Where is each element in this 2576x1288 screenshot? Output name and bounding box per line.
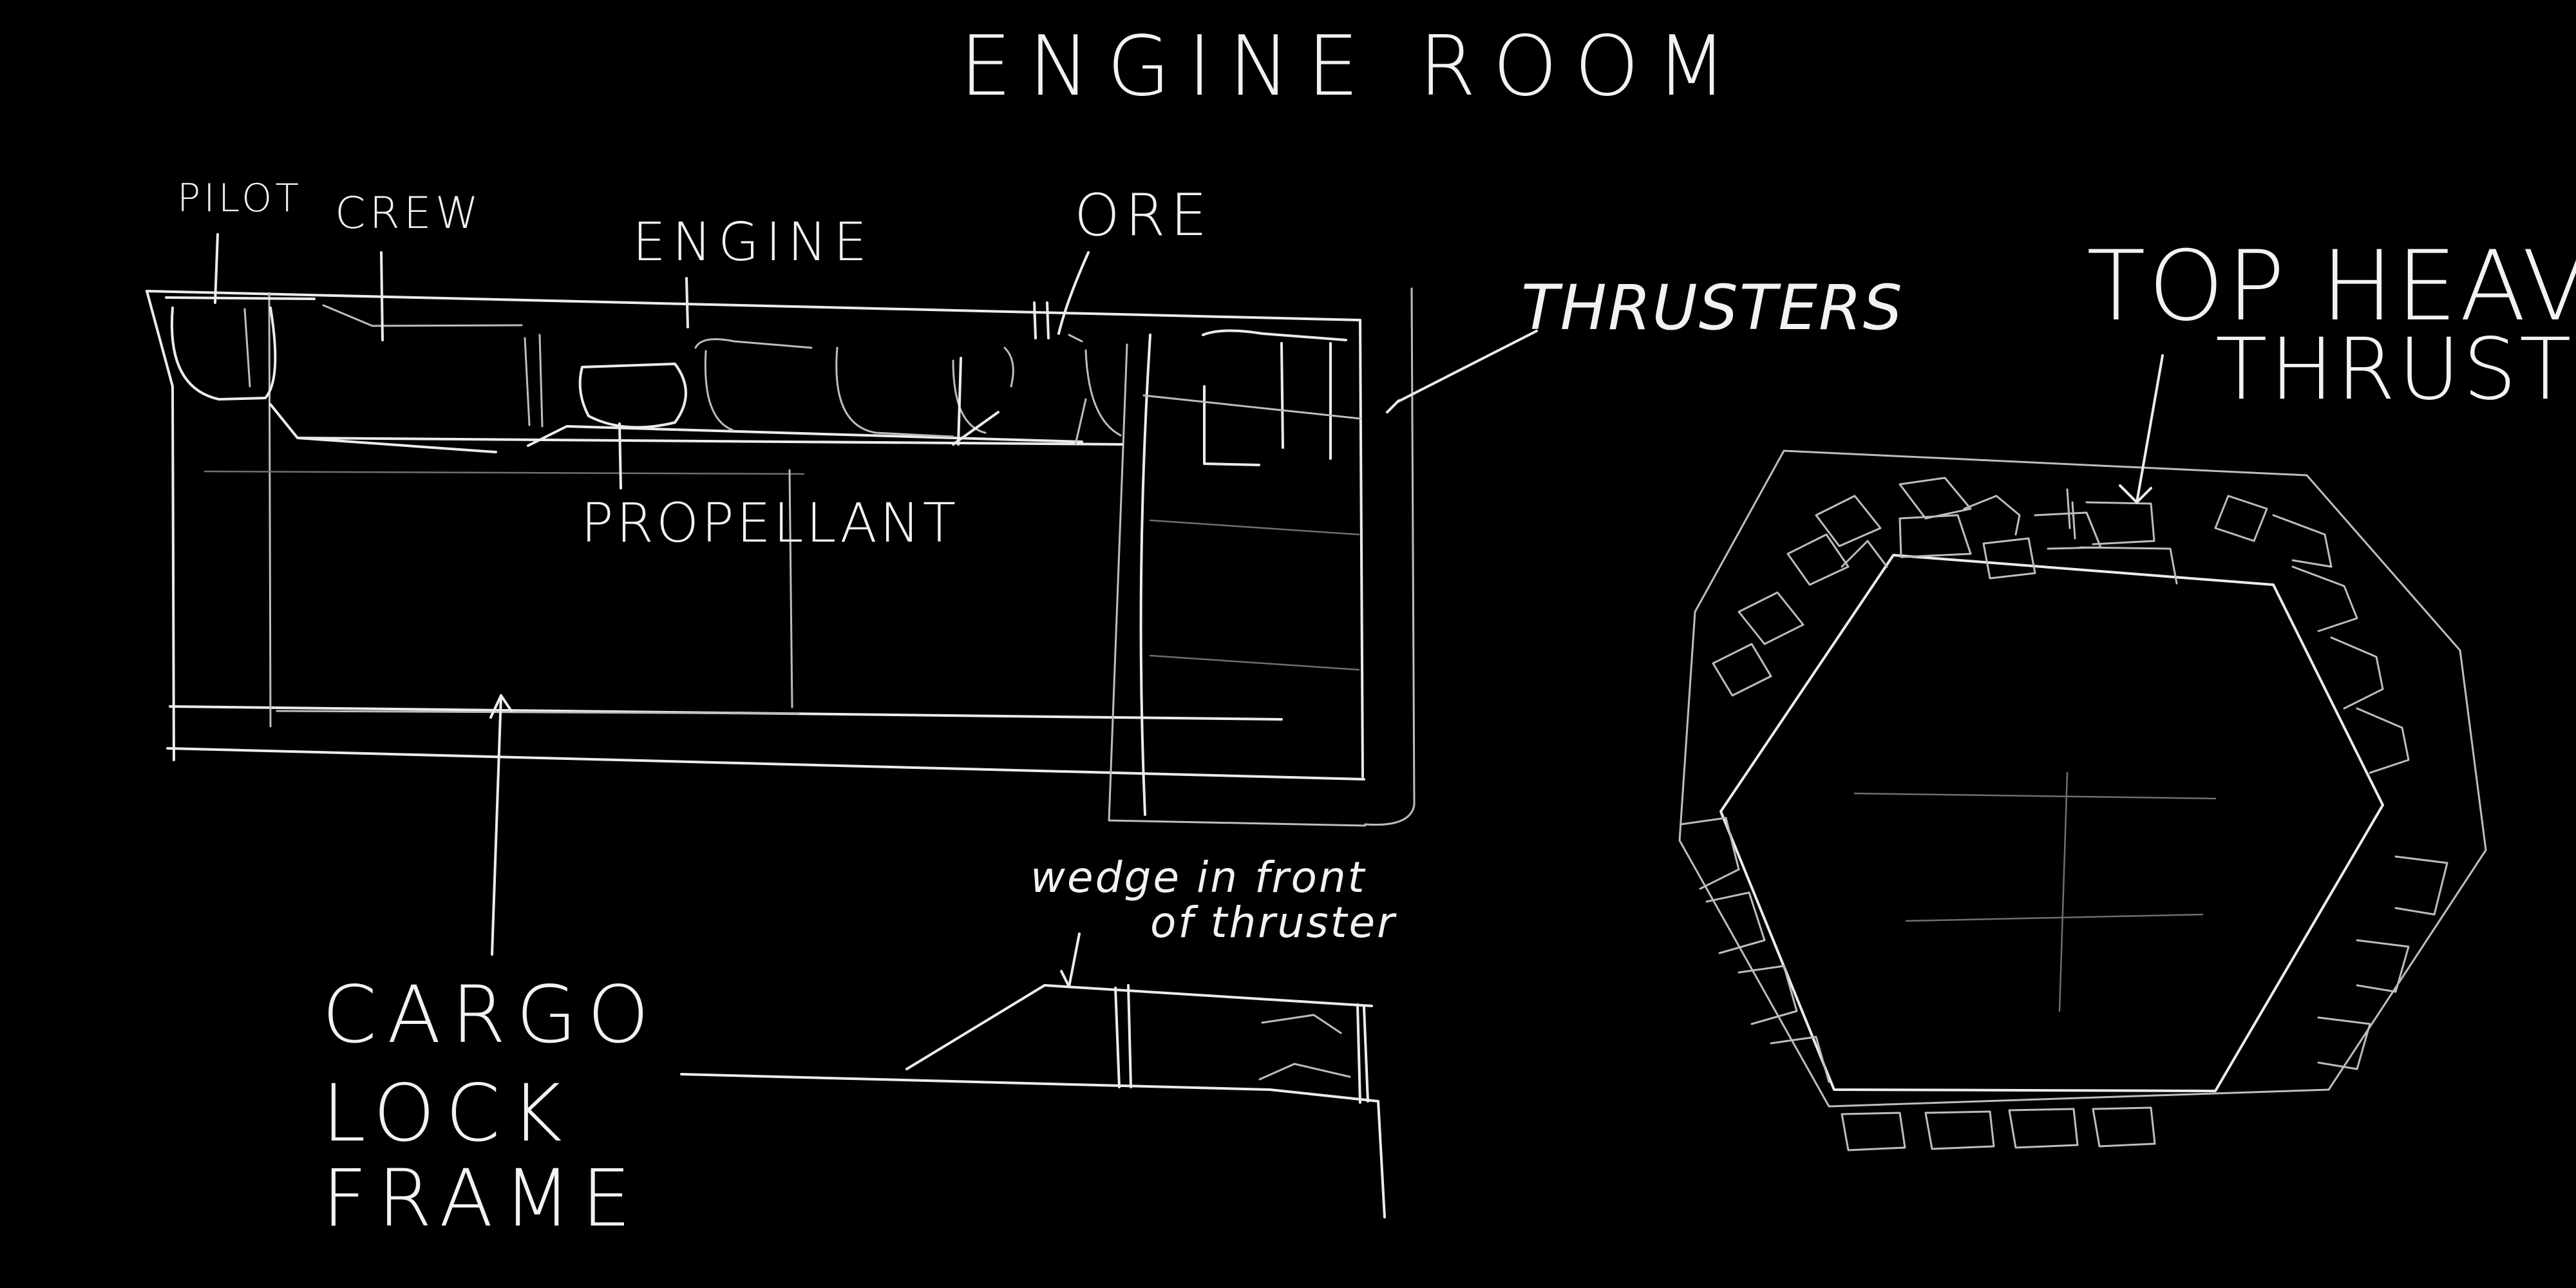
pilot-cockpit [165, 296, 316, 401]
label-frame: FRAME [322, 1153, 641, 1244]
label-crew: CREW [335, 188, 482, 239]
label-thrusters: THRUSTERS [1521, 272, 1904, 344]
engine-compartments [296, 338, 1123, 447]
label-propellant: PROPELLANT [581, 491, 958, 554]
label-engine: ENGINE [632, 212, 874, 273]
side-view-hull [146, 287, 1416, 827]
label-pilot: PILOT [177, 176, 303, 221]
label-wedge-line2: of thruster [1150, 898, 1397, 947]
label-ore: ORE [1074, 182, 1213, 249]
side-view-leaders [214, 233, 1538, 956]
propellant-tank [524, 334, 687, 429]
label-thrust: THRUST [2215, 320, 2574, 419]
label-lock: LOCK [322, 1068, 573, 1159]
ore-hopper [1033, 301, 1122, 446]
label-wedge-line1: wedge in front [1030, 853, 1367, 902]
thruster-block [1142, 329, 1361, 671]
page-title: ENGINE ROOM [960, 19, 1744, 115]
crew-deck [269, 304, 523, 453]
label-top-heavy: TOP HEAVY [2087, 231, 2576, 343]
hex-cross-section [1678, 354, 2487, 1151]
label-cargo: CARGO [322, 969, 659, 1061]
wedge-sketch [680, 933, 1386, 1218]
